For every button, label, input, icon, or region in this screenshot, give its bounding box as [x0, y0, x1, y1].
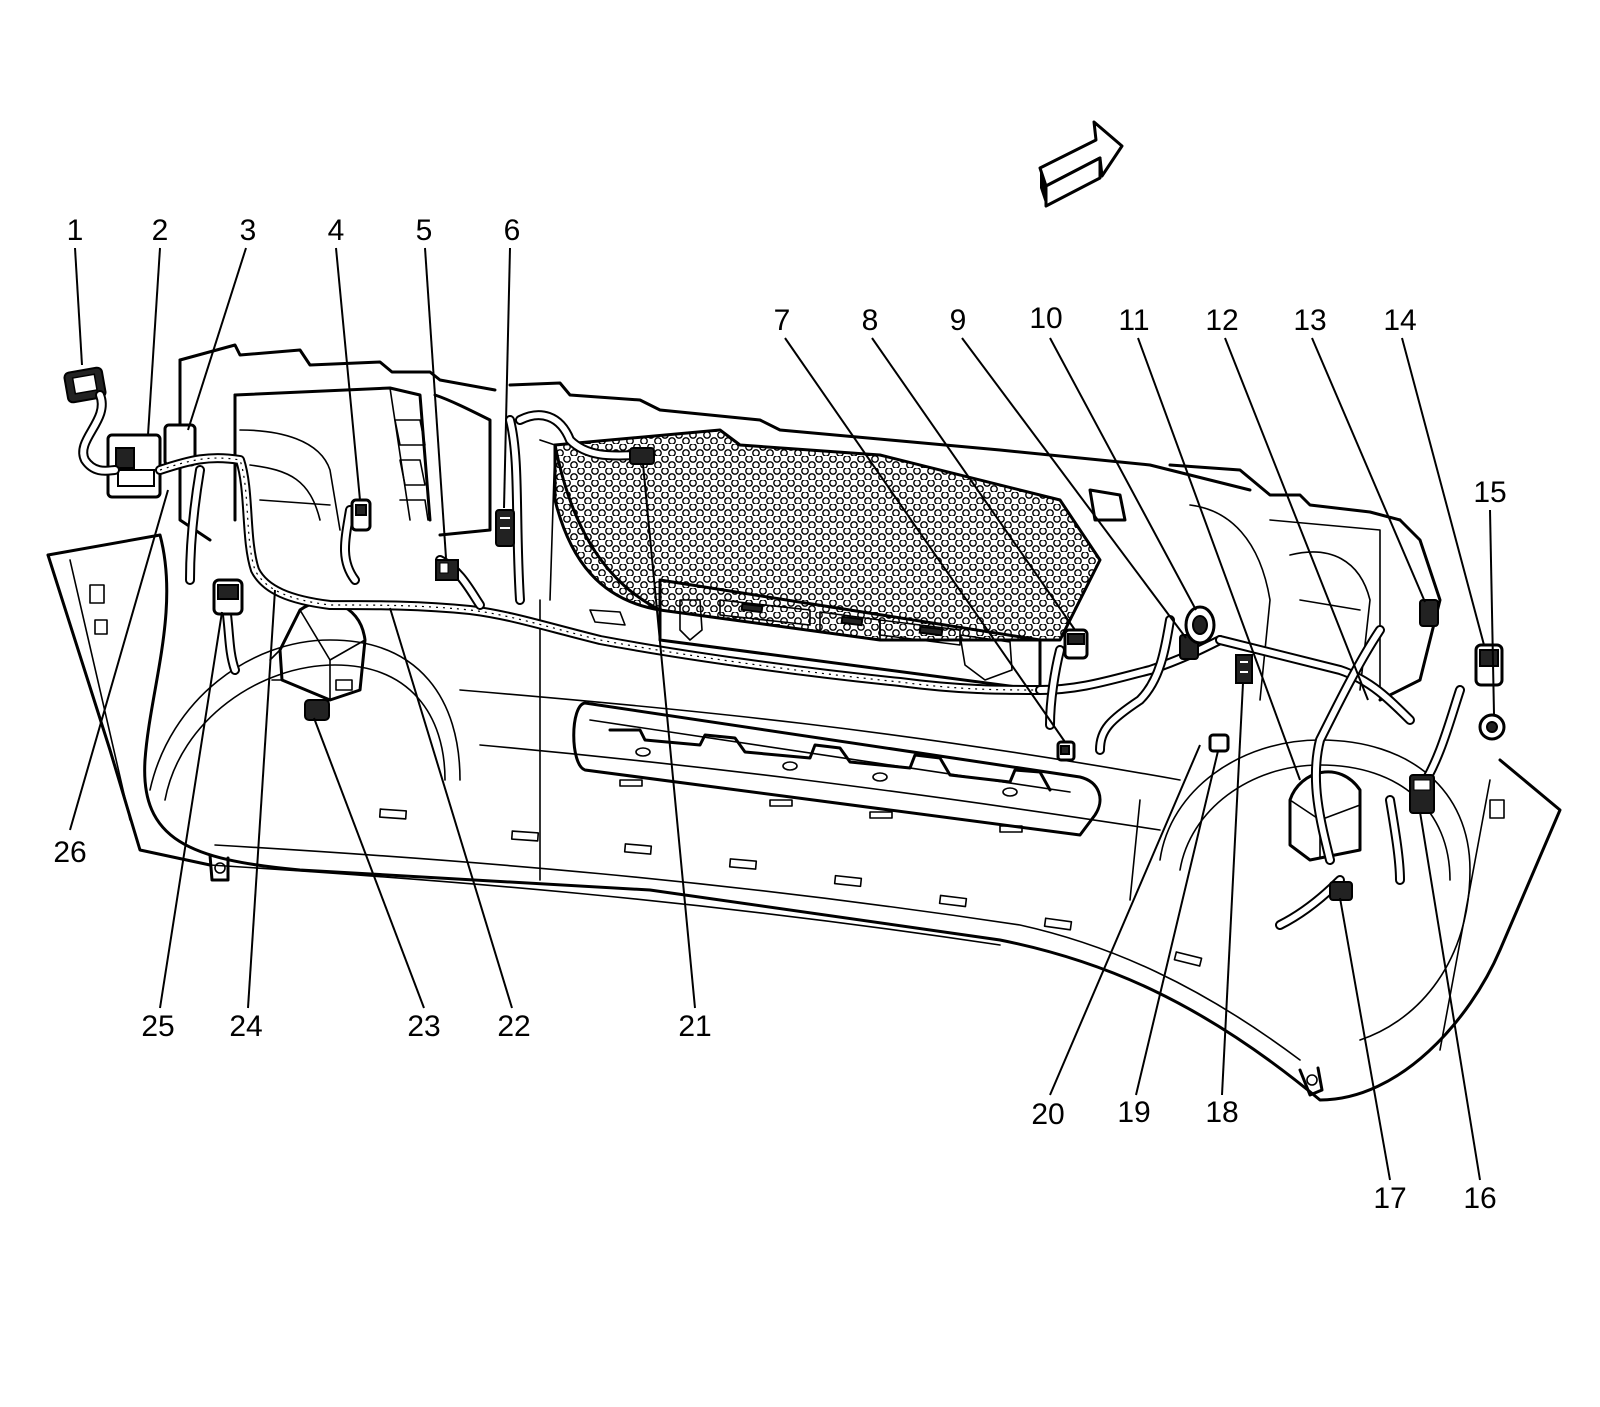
callout-10: 10: [1029, 302, 1062, 335]
callout-17: 17: [1373, 1182, 1406, 1215]
callout-22: 22: [497, 1010, 530, 1043]
connector-13: [1419, 599, 1439, 627]
wiring-harness: [78, 390, 1465, 930]
connector-7: [1056, 740, 1076, 762]
callout-1: 1: [67, 214, 84, 247]
connector-15: [1478, 713, 1506, 741]
bumper-reinforcement: [178, 343, 1442, 702]
callout-14: 14: [1383, 304, 1416, 337]
callout-3: 3: [240, 214, 257, 247]
bumper-fascia: [46, 533, 1562, 1102]
callout-20: 20: [1031, 1098, 1064, 1131]
callout-19: 19: [1117, 1096, 1150, 1129]
callout-11: 11: [1118, 304, 1149, 337]
radiator-mesh: [539, 428, 1127, 692]
lower-grille: [572, 701, 1102, 837]
connector-21: [629, 447, 655, 465]
callout-2: 2: [152, 214, 169, 247]
connector-10: [1184, 605, 1216, 645]
callout-16: 16: [1463, 1182, 1496, 1215]
connector-8: [1063, 628, 1089, 660]
leader-lines: [69, 247, 1495, 1181]
callout-6: 6: [504, 214, 521, 247]
connector-23: [304, 699, 330, 721]
callout-labels: 1 2 3 4 5 6 7 8 9 10 11 12 13 14 15 16 1…: [53, 214, 1506, 1215]
connector-14: [1474, 643, 1504, 687]
callout-4: 4: [328, 214, 345, 247]
connector-17: [1329, 881, 1353, 901]
callout-8: 8: [862, 304, 879, 337]
callout-15: 15: [1473, 476, 1506, 509]
connector-19: [1208, 733, 1230, 753]
left-fog-lamp: [269, 600, 367, 702]
connector-25: [212, 578, 244, 616]
callout-18: 18: [1205, 1096, 1238, 1129]
forward-arrow-icon: [1038, 120, 1124, 208]
callout-9: 9: [950, 304, 967, 337]
callout-24: 24: [229, 1010, 262, 1043]
connector-18: [1235, 654, 1253, 684]
callout-5: 5: [416, 214, 433, 247]
connector-5: [435, 559, 459, 581]
callout-12: 12: [1205, 304, 1238, 337]
callout-13: 13: [1293, 304, 1326, 337]
connector-6: [495, 509, 515, 547]
callout-26: 26: [53, 836, 86, 869]
callout-25: 25: [141, 1010, 174, 1043]
callout-23: 23: [407, 1010, 440, 1043]
connector-16: [1409, 774, 1435, 814]
connector-4: [350, 498, 372, 532]
callout-7: 7: [774, 304, 791, 337]
callout-21: 21: [678, 1010, 711, 1043]
